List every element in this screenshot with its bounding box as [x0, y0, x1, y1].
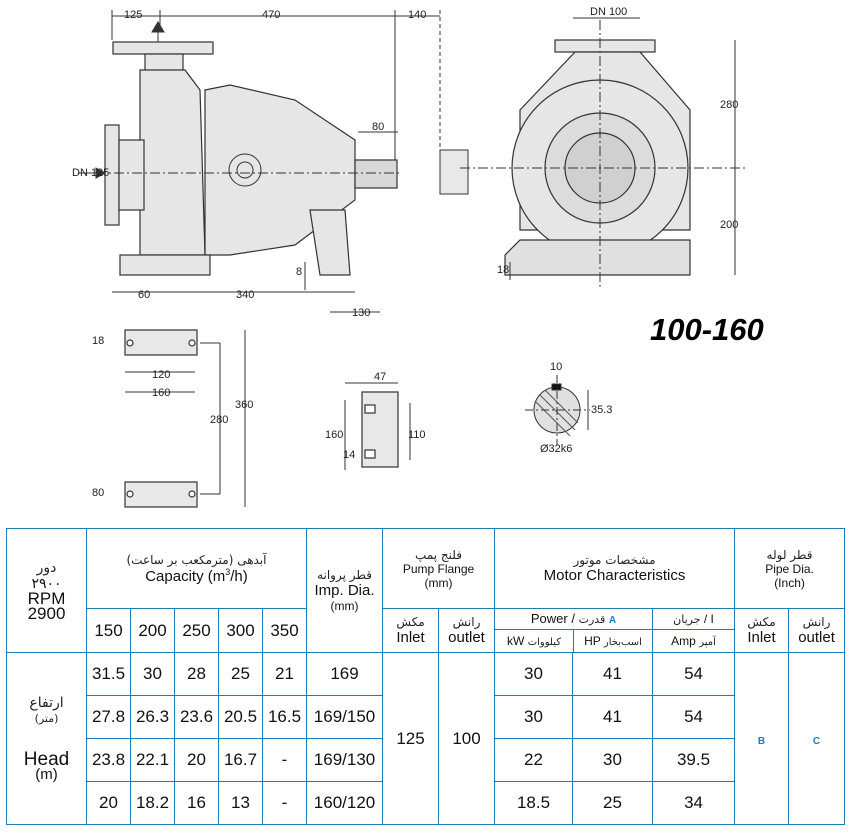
capacity-col: 250: [174, 608, 219, 653]
dim-18-base: 18: [92, 335, 104, 347]
kw-value: 18.5: [494, 781, 574, 825]
rpm-cell: دور ۲۹۰۰ RPM 2900: [6, 528, 87, 653]
hp-value: 41: [572, 695, 654, 739]
dim-80-shaft: 80: [372, 121, 384, 133]
pipe-outlet-value: C: [788, 652, 846, 825]
pump-dimension-drawing: 125 470 140 DN 125 80 8 60 340 130: [72, 6, 745, 508]
pipe-en-label: Pipe Dia.: [765, 561, 814, 576]
capacity-en-label: Capacity (m3/h): [145, 566, 248, 585]
amp-value: 39.5: [652, 738, 736, 782]
dim-280-base: 280: [210, 414, 228, 426]
flange-unit: (mm): [424, 575, 453, 590]
amp-value: 34: [652, 781, 736, 825]
kw-value: 22: [494, 738, 574, 782]
flange-outlet-header: رانش outlet: [438, 608, 496, 653]
dim-47: 47: [374, 371, 386, 383]
amp-value: 54: [652, 652, 736, 696]
flange-inlet-value: 125: [382, 652, 440, 825]
dim-8: 8: [296, 266, 302, 278]
flange-header: فلنج پمپ Pump Flange (mm): [382, 528, 496, 609]
power-header: Power / قدرت A kW کیلووات HP اسب‌بخار: [494, 608, 654, 653]
rpm-en-label: RPM: [27, 588, 66, 608]
pipe-fa-label: قطر لوله: [766, 547, 813, 562]
dim-160-foot: 160: [325, 429, 343, 441]
dim-280-height: 280: [720, 99, 738, 111]
pipe-inlet-header: مکش Inlet: [734, 608, 790, 653]
pump-spec-table: دور ۲۹۰۰ RPM 2900 آبدهی (مترمکعب بر ساعت…: [6, 528, 846, 825]
kw-value: 30: [494, 695, 574, 739]
dim-140: 140: [408, 9, 426, 21]
flange-fa-label: فلنج پمپ: [415, 547, 462, 562]
dim-470: 470: [262, 9, 280, 21]
dim-dn125: DN 125: [72, 167, 109, 179]
dim-32k6: Ø32k6: [540, 443, 572, 455]
dim-14: 14: [343, 449, 355, 461]
motor-header: مشخصات موتور Motor Characteristics: [494, 528, 736, 609]
current-header: جریان / I Amp آمپر: [652, 608, 736, 653]
dim-340: 340: [236, 289, 254, 301]
table-row: 23.8 22.1 20 16.7 - 169/130 22 30 39.5: [7, 738, 845, 782]
capacity-col: 150: [86, 608, 131, 653]
rpm-fa-label: دور: [36, 559, 57, 576]
capacity-col: 300: [218, 608, 263, 653]
pipe-inlet-value: B: [734, 652, 790, 825]
dim-125: 125: [124, 9, 142, 21]
motor-en-label: Motor Characteristics: [543, 567, 686, 584]
impeller-unit: (mm): [330, 599, 359, 613]
impeller-value: 169/150: [306, 695, 384, 739]
impeller-value: 169: [306, 652, 384, 696]
dim-dn100: DN 100: [590, 6, 627, 18]
flange-en-label: Pump Flange: [402, 561, 475, 576]
kw-value: 30: [494, 652, 574, 696]
dim-60: 60: [138, 289, 150, 301]
dim-110: 110: [408, 429, 426, 441]
impeller-value: 160/120: [306, 781, 384, 825]
table-row: 20 18.2 16 13 - 160/120 18.5 25 34: [7, 781, 845, 825]
model-label: 100-160: [650, 312, 764, 347]
table-row: ارتفاع (متر) Head (m) 31.5 30 28 25 21 1…: [6, 652, 846, 825]
capacity-header: آبدهی (مترمکعب بر ساعت) Capacity (m3/h): [85, 528, 308, 609]
head-cell: ارتفاع (متر) Head (m): [6, 652, 87, 825]
hp-value: 30: [572, 738, 654, 782]
pipe-unit: (Inch): [774, 575, 805, 590]
dim-130: 130: [352, 307, 370, 319]
impeller-fa-label: قطر پروانه: [317, 568, 372, 582]
dim-120: 120: [152, 369, 170, 381]
amp-value: 54: [652, 695, 736, 739]
dim-160-base: 160: [152, 387, 170, 399]
capacity-col: 350: [261, 608, 308, 653]
flange-outlet-value: 100: [438, 652, 496, 825]
dim-35-3: 35.3: [591, 404, 612, 416]
capacity-fa-label: آبدهی (مترمکعب بر ساعت): [126, 552, 267, 567]
pipe-outlet-header: رانش outlet: [788, 608, 846, 653]
table-row: 27.8 26.3 23.6 20.5 16.5 169/150 30 41 5…: [7, 695, 845, 739]
rpm-number: 2900: [27, 603, 66, 623]
impeller-en-label: Imp. Dia.: [314, 582, 375, 599]
impeller-value: 169/130: [306, 738, 384, 782]
rpm-fa-number: ۲۹۰۰: [31, 574, 62, 591]
pipe-header: قطر لوله Pipe Dia. (Inch): [734, 528, 846, 609]
dim-10: 10: [550, 361, 562, 373]
hp-value: 25: [572, 781, 654, 825]
dim-80-base: 80: [92, 487, 104, 499]
hp-value: 41: [572, 652, 654, 696]
motor-fa-label: مشخصات موتور: [573, 553, 656, 567]
dim-200-height: 200: [720, 219, 738, 231]
dim-18-front: 18: [497, 264, 509, 276]
capacity-col: 200: [130, 608, 175, 653]
dim-360: 360: [235, 399, 253, 411]
impeller-header: قطر پروانه Imp. Dia. (mm): [306, 528, 384, 653]
flange-inlet-header: مکش Inlet: [382, 608, 440, 653]
